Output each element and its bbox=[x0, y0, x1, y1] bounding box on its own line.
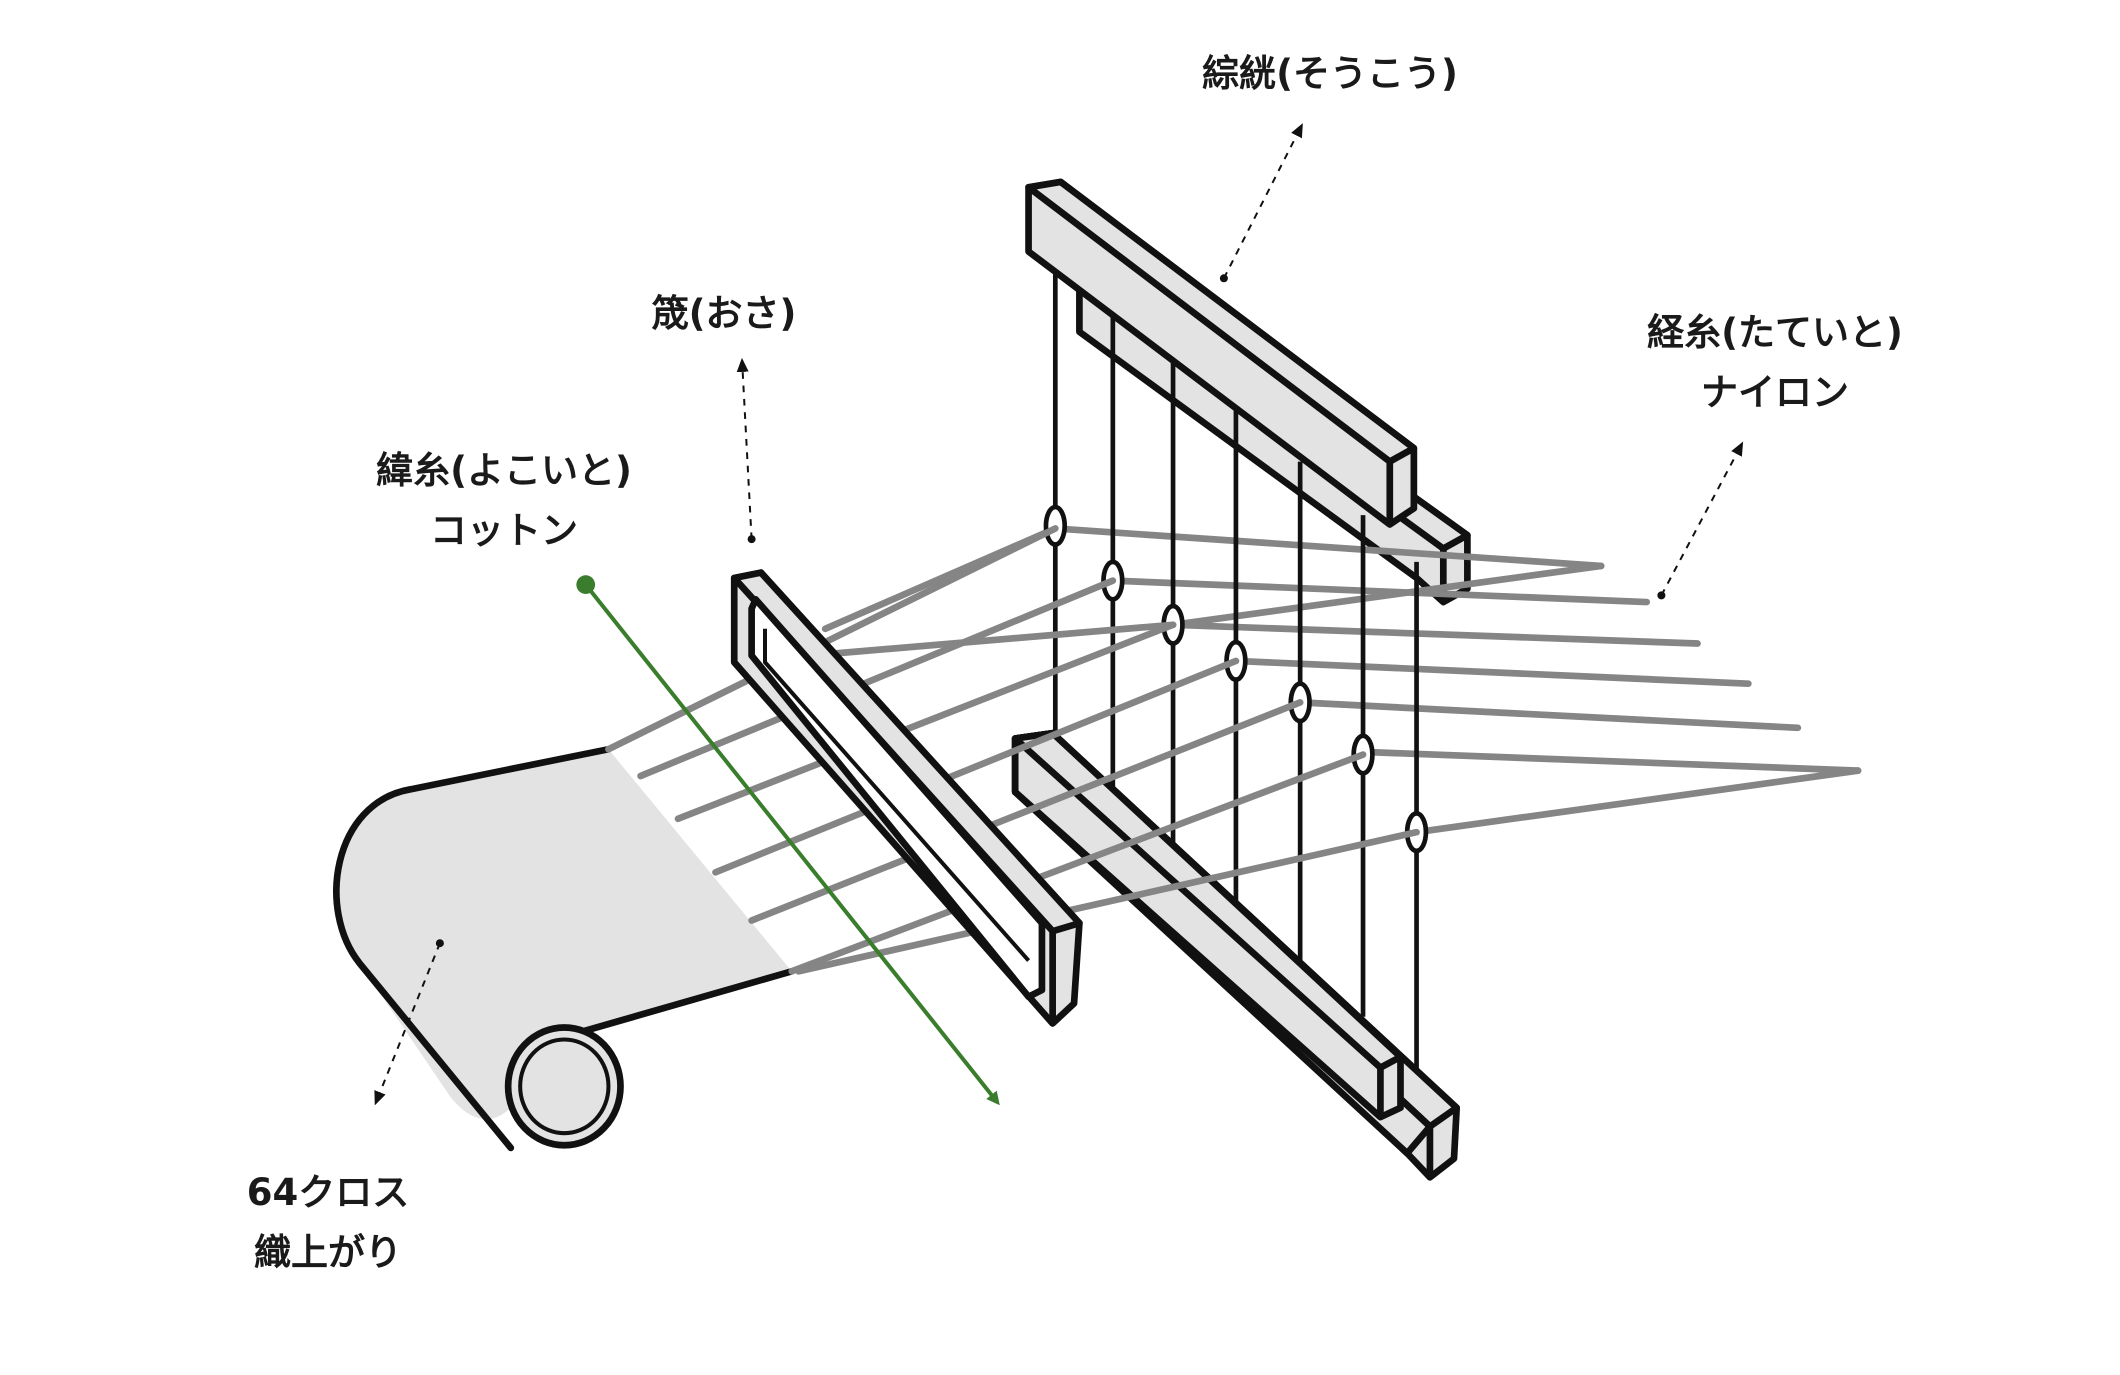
reed bbox=[730, 569, 1083, 1027]
label-warp-line1: 経糸(たていと) bbox=[1647, 311, 1903, 354]
label-heddle-text: 綜絖(そうこう) bbox=[1202, 52, 1458, 95]
leader-lines bbox=[374, 123, 1744, 1106]
label-cloth-line1: 64クロス bbox=[246, 1171, 410, 1214]
woven-cloth bbox=[333, 745, 796, 1152]
weft-arrow bbox=[576, 575, 1000, 1106]
label-warp: 経糸(たていと) ナイロン bbox=[1647, 303, 1903, 423]
label-weft-line1: 緯糸(よこいと) bbox=[376, 449, 632, 492]
label-weft: 緯糸(よこいと) コットン bbox=[376, 441, 632, 561]
label-cloth-line2: 織上がり bbox=[254, 1231, 402, 1274]
label-heddle: 綜絖(そうこう) bbox=[1202, 44, 1458, 104]
label-cloth: 64クロス 織上がり bbox=[247, 1163, 410, 1283]
label-reed-text: 筬(おさ) bbox=[651, 292, 797, 335]
heddle-lower-bar-front bbox=[1011, 729, 1404, 1121]
label-warp-line2: ナイロン bbox=[1700, 371, 1849, 414]
heddle-upper-bar-front bbox=[1025, 178, 1418, 528]
leader-dots bbox=[435, 274, 1666, 948]
warp-threads-front bbox=[605, 525, 1420, 975]
label-reed: 筬(おさ) bbox=[652, 284, 797, 344]
label-weft-line2: コットン bbox=[429, 509, 578, 552]
warp-threads bbox=[821, 525, 1862, 836]
